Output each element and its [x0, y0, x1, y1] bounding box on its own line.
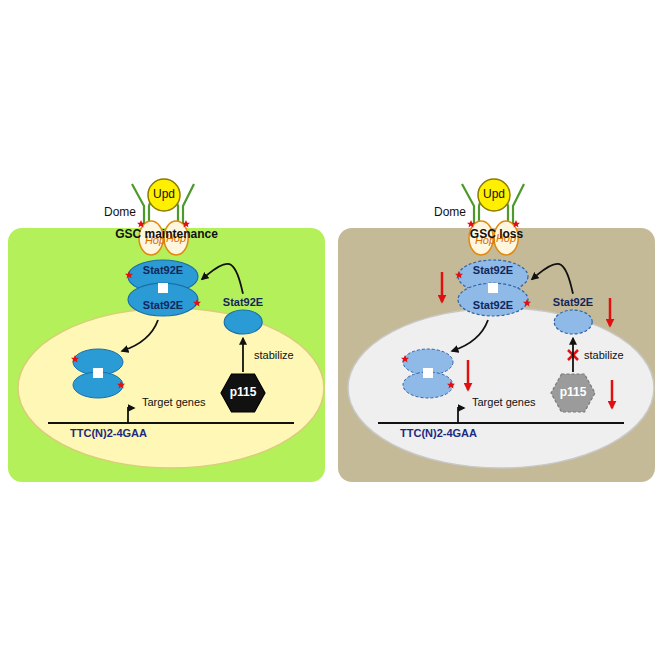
stat-monomer-shape [551, 309, 595, 335]
translocation-arrow [122, 320, 158, 351]
dna-line [48, 422, 294, 424]
nuclear-stat-dimer [403, 349, 453, 398]
dome-receptor [462, 184, 524, 246]
arrow-connector [532, 264, 573, 294]
edge-label: stabilize [584, 349, 624, 362]
protein-label: Stat92E [473, 264, 513, 277]
p115-hexagon: p115 [220, 373, 266, 413]
gene-label: Target genes [142, 396, 206, 409]
decrease-arrow [442, 272, 612, 408]
protein-label: Stat92E [143, 299, 183, 312]
stat-dimer: Stat92E Stat92E [457, 259, 529, 317]
ligand-circle: Upd [147, 178, 181, 212]
arrow-connector [572, 338, 574, 372]
protein-label: Stat92E [223, 296, 263, 309]
panel-title: GSC loss [470, 228, 523, 242]
motif-label: TTC(N)2-4GAA [400, 427, 477, 440]
nuclear-stat-dimer [73, 349, 123, 398]
arrow-connector [202, 264, 243, 294]
protein-label: p115 [230, 386, 257, 400]
dna-line [378, 422, 624, 424]
gene-label: Target genes [472, 396, 536, 409]
protein-label: p115 [560, 386, 587, 400]
ligand-circle: Upd [477, 178, 511, 212]
promoter-arrow [458, 408, 464, 423]
receptor-label: Dome [104, 206, 136, 220]
stat-monomer: Stat92E [221, 296, 265, 337]
arrow-connector [242, 338, 244, 372]
stat-dimer: Stat92E Stat92E [127, 259, 199, 317]
protein-label: Stat92E [553, 296, 593, 309]
motif-label: TTC(N)2-4GAA [70, 427, 147, 440]
panel-title: GSC maintenance [115, 228, 218, 242]
receptor-label: Dome [434, 206, 466, 220]
protein-label: Stat92E [143, 264, 183, 277]
ligand-label: Upd [483, 188, 505, 202]
stat-monomer: Stat92E [551, 296, 595, 337]
translocation-arrow [452, 320, 488, 351]
stat-monomer-shape [221, 309, 265, 335]
promoter-arrow [128, 408, 134, 423]
protein-label: Stat92E [473, 299, 513, 312]
p115-hexagon: p115 [550, 373, 596, 413]
nucleus [18, 308, 324, 468]
nucleus [348, 308, 654, 468]
edge-label: stabilize [254, 349, 294, 362]
ligand-label: Upd [153, 188, 175, 202]
